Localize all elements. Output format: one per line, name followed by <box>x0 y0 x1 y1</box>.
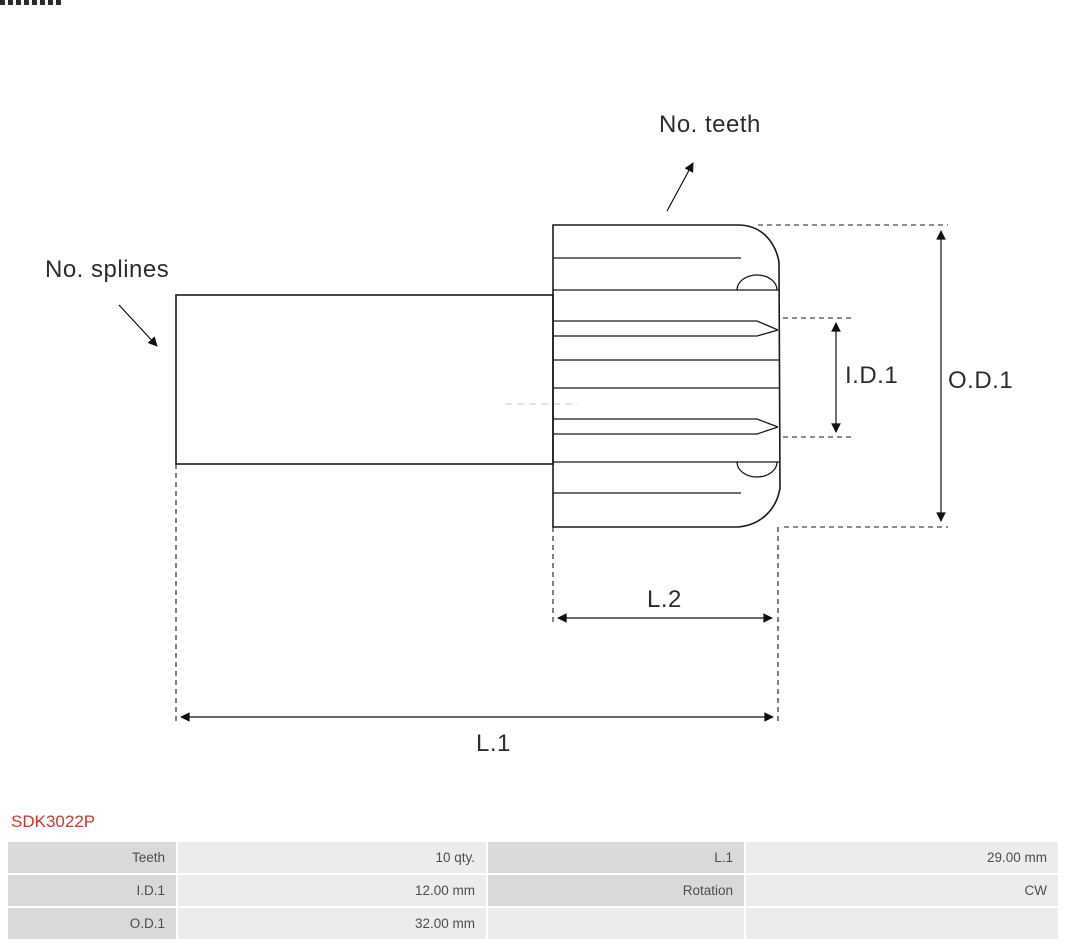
spec-value-od1: 32.00 mm <box>178 908 486 939</box>
id1-label: I.D.1 <box>845 362 898 389</box>
no-teeth-label: No. teeth <box>659 111 761 138</box>
spec-value-id1: 12.00 mm <box>178 875 486 906</box>
no-splines-label: No. splines <box>45 256 169 283</box>
logo-strip <box>0 0 62 5</box>
gear-teeth <box>553 257 780 494</box>
spec-value-teeth: 10 qty. <box>178 842 486 873</box>
spec-value-empty <box>746 908 1058 939</box>
l1-label: L.1 <box>476 730 511 757</box>
spec-label-teeth: Teeth <box>8 842 176 873</box>
l2-label: L.2 <box>647 586 682 613</box>
shaft <box>175 294 554 465</box>
spec-value-rotation: CW <box>746 875 1058 906</box>
spec-label-rotation: Rotation <box>488 875 744 906</box>
spec-value-l1: 29.00 mm <box>746 842 1058 873</box>
part-number: SDK3022P <box>11 812 96 831</box>
teeth-callout-arrow <box>666 162 694 212</box>
spec-table: Teeth 10 qty. L.1 29.00 mm I.D.1 12.00 m… <box>8 842 1058 939</box>
spec-label-od1: O.D.1 <box>8 908 176 939</box>
spec-label-l1: L.1 <box>488 842 744 873</box>
gear-body <box>552 224 781 528</box>
spec-label-id1: I.D.1 <box>8 875 176 906</box>
od1-label: O.D.1 <box>948 367 1013 394</box>
extension-lines <box>175 224 948 723</box>
spec-label-empty <box>488 908 744 939</box>
splines-callout-arrow <box>118 304 158 347</box>
pinion-diagram: No. teeth No. splines I.D.1 O.D.1 L.2 L.… <box>45 111 1013 757</box>
